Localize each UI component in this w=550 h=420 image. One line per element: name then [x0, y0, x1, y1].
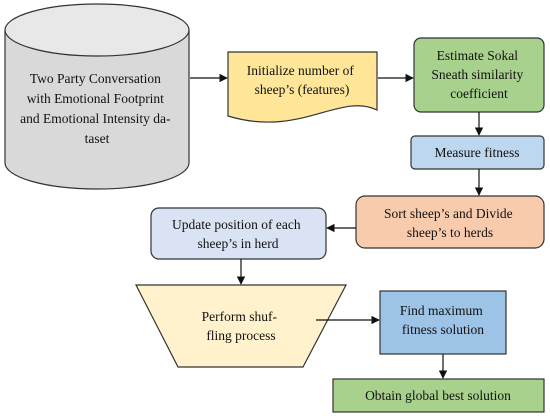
node-update: Update position of each sheep’s in herd: [150, 207, 327, 260]
dataset-label-line: and Emotional Intensity da-: [20, 111, 171, 126]
node-dataset: Two Party Conversation with Emotional Fo…: [4, 3, 190, 190]
dataset-cylinder-shape: [4, 30, 190, 190]
best-label: Obtain global best solution: [365, 388, 511, 403]
sort-label-line: sheep’s to herds: [407, 225, 493, 240]
maxfit-label: Find maximum fitness solution: [400, 303, 486, 337]
update-box: [150, 207, 327, 260]
dataset-cylinder-top: [4, 3, 190, 57]
node-sort: Sort sheep’s and Divide sheep’s to herds: [355, 195, 545, 249]
dataset-label: Two Party Conversation with Emotional Fo…: [20, 71, 174, 146]
node-shuffle: Perform shuf- fling process: [135, 284, 347, 368]
update-label-line: sheep’s in herd: [198, 236, 279, 251]
sort-label: Sort sheep’s and Divide sheep’s to herds: [384, 206, 516, 240]
sokal-label: Estimate Sokal Sneath similarity coeffic…: [431, 48, 526, 101]
init-label: Initialize number of sheep’s (features): [247, 63, 358, 97]
init-document-shape: [227, 51, 378, 123]
dataset-label-line: taset: [85, 131, 110, 146]
init-label-line: Initialize number of: [247, 63, 355, 78]
update-label-line: Update position of each: [172, 217, 301, 232]
init-label-line: sheep’s (features): [255, 82, 350, 97]
node-init: Initialize number of sheep’s (features): [227, 51, 378, 123]
dataset-label-line: Two Party Conversation: [30, 71, 161, 86]
fitness-box: [410, 135, 545, 170]
best-box: [332, 378, 545, 413]
node-best: Obtain global best solution: [332, 378, 545, 413]
sokal-label-line: Sneath similarity: [431, 67, 523, 82]
sort-label-line: Sort sheep’s and Divide: [384, 206, 513, 221]
maxfit-label-line: Find maximum: [400, 303, 483, 318]
node-fitness: Measure fitness: [410, 135, 545, 170]
dataset-label-line: with Emotional Footprint: [27, 91, 164, 106]
node-sokal: Estimate Sokal Sneath similarity coeffic…: [413, 37, 545, 113]
maxfit-box: [379, 290, 507, 355]
shuffle-label-line: fling process: [206, 328, 275, 343]
node-maxfit: Find maximum fitness solution: [379, 290, 507, 355]
sokal-label-line: coefficient: [450, 86, 508, 101]
maxfit-label-line: fitness solution: [402, 322, 484, 337]
shuffle-label: Perform shuf- fling process: [202, 309, 281, 343]
sokal-label-line: Estimate Sokal: [437, 48, 519, 63]
shuffle-label-line: Perform shuf-: [202, 309, 278, 324]
sort-box: [355, 195, 545, 249]
shuffle-trapezoid: [135, 284, 347, 368]
fitness-label: Measure fitness: [434, 145, 519, 160]
update-label: Update position of each sheep’s in herd: [172, 217, 304, 251]
